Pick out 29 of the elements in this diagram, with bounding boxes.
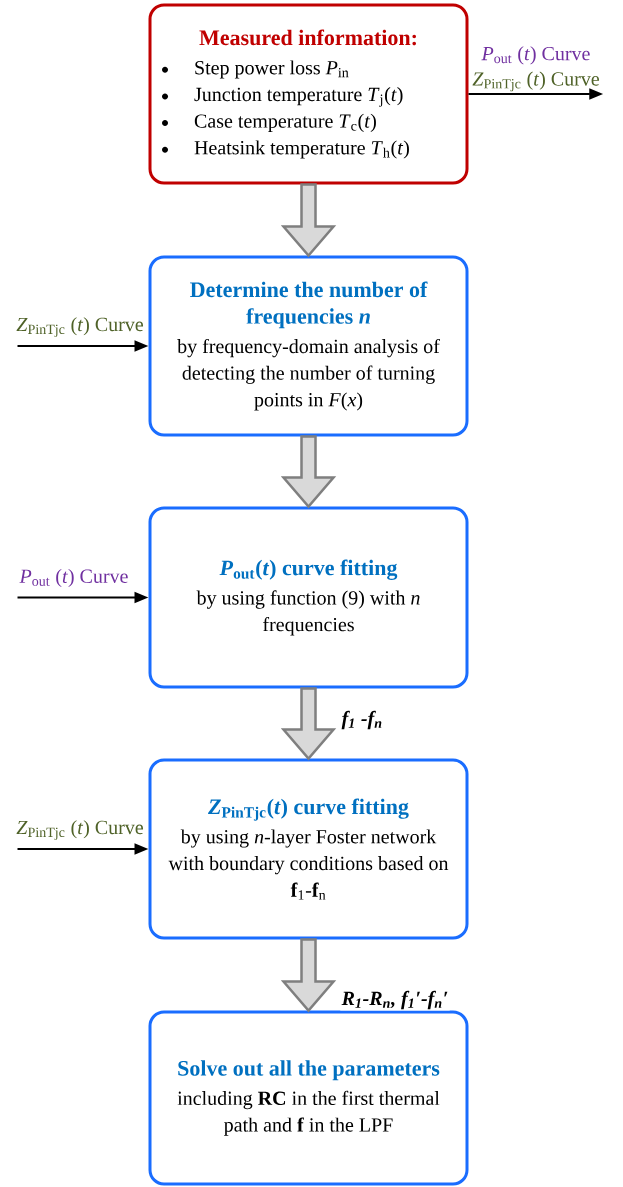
- heading-text: Measured information:: [199, 29, 416, 46]
- block-arrow: [280, 687, 337, 761]
- edge-label: Z$_{PinTjc}$ (t) Curve: [14, 818, 146, 842]
- description-text: by using function (9) with n frequencies: [196, 590, 420, 636]
- process-box: [148, 506, 469, 689]
- process-box: [148, 255, 469, 437]
- edge-label: P$_{out}$ (t) Curve: [18, 567, 130, 589]
- edge-label: f$_{1}$ -f$_{n}$: [340, 709, 385, 731]
- block-arrow: [280, 183, 337, 258]
- description-text: by using n-layer Foster network with boundary conditions based on f$_{1}$-f$_{n}$: [168, 829, 449, 900]
- heading-text: Determine the number of frequencies n: [190, 281, 428, 329]
- block-arrow: [280, 938, 337, 1013]
- bullet-item: Junction temperature T$_{j}$(t): [194, 87, 403, 107]
- curve-label: P$_{out}$ (t) Curve: [481, 46, 590, 65]
- heading-text: P$_{out}$(t) curve fitting: [219, 559, 398, 580]
- bullet-item: Heatsink temperature T$_{h}$(t): [194, 140, 409, 159]
- heading-text: Solve out all the parameters: [178, 1060, 440, 1081]
- heading-text: Z$_{PinTjc}$(t) curve fitting: [208, 798, 409, 821]
- description-text: by frequency-domain analysis of detecting the number of turning points in F(x): [177, 338, 440, 411]
- process-box: [148, 758, 469, 940]
- curve-label: Z$_{PinTjc}$ (t) Curve: [472, 71, 599, 92]
- edge-label: R$_{1}$-R$_{n}$, f$_{1}$′-f$_{n}$′: [340, 989, 450, 1011]
- process-box: [148, 1010, 469, 1186]
- process-box: [148, 3, 469, 185]
- bullet-item: Case temperature T$_{c}$(t): [194, 113, 376, 132]
- block-arrow: [280, 435, 337, 509]
- description-text: including RC in the first thermal path and f in the LPF: [177, 1090, 440, 1136]
- bullet-item: Step power loss P$_{in}$: [195, 60, 349, 79]
- edge-label: Z$_{PinTjc}$ (t) Curve: [14, 315, 146, 339]
